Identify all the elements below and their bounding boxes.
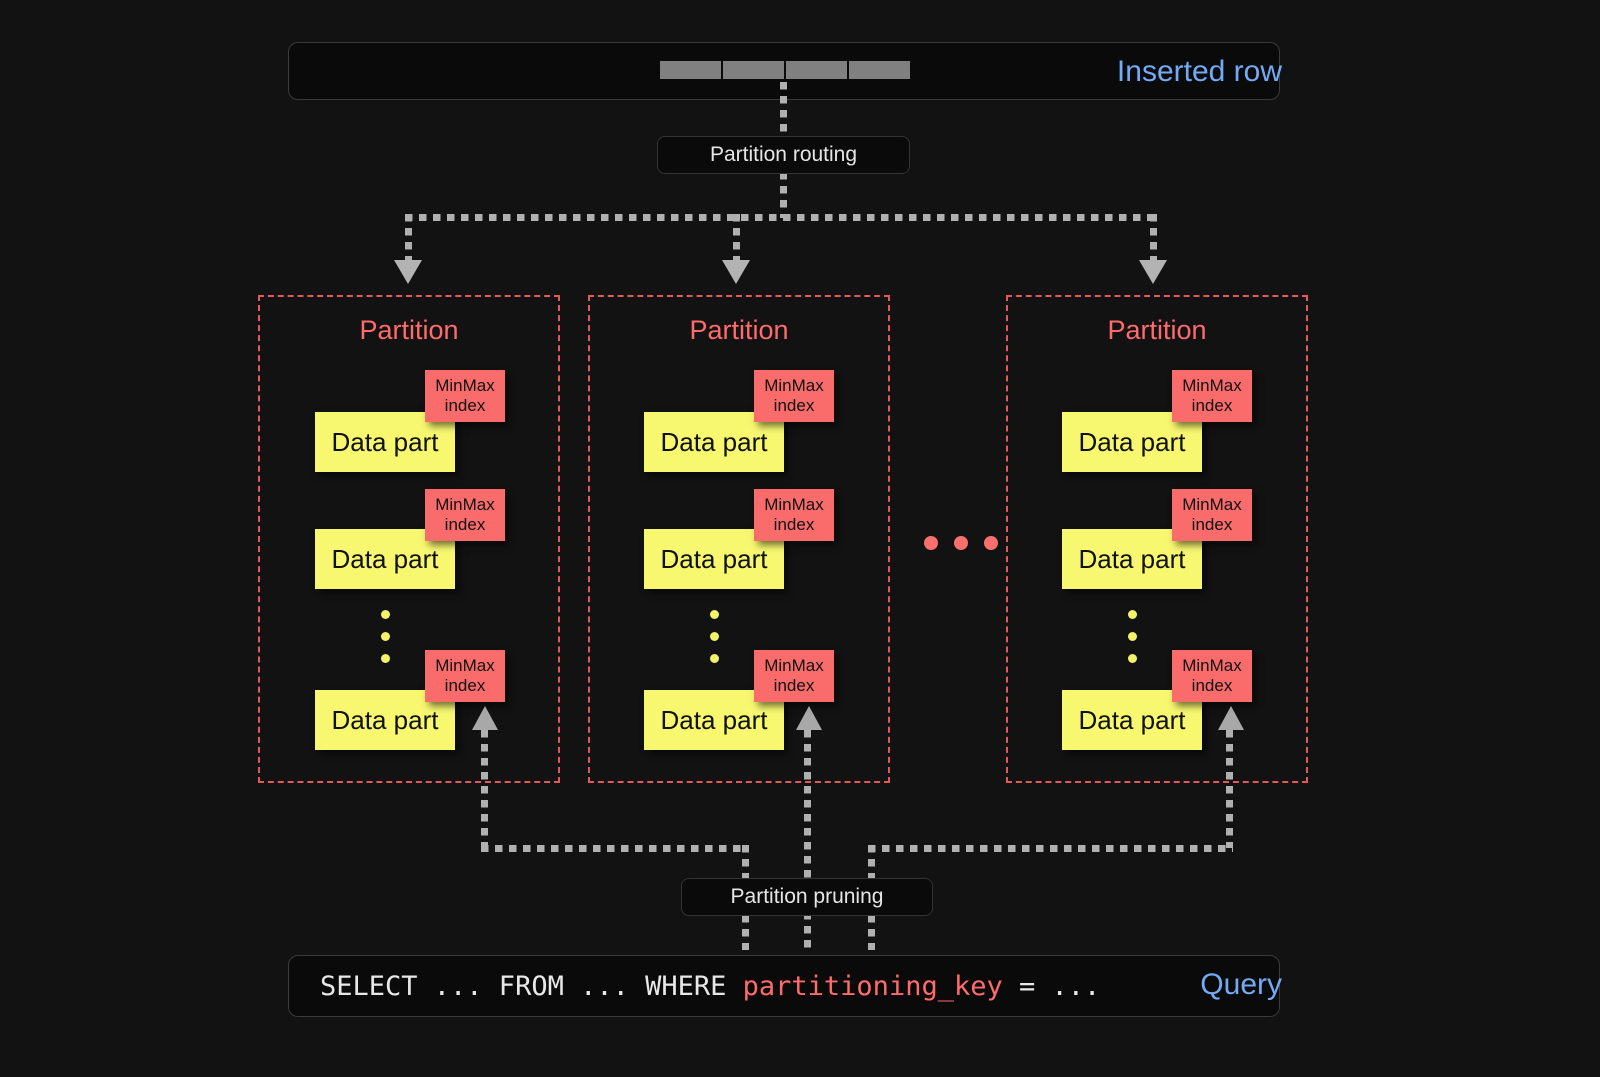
query-label: Query (1200, 968, 1282, 1001)
partition-routing-box: Partition routing (657, 136, 910, 174)
inserted-row-cells (659, 60, 911, 80)
connector-routing-to-bus (780, 172, 787, 218)
connector-prune-h-left (481, 845, 746, 852)
partition-title: Partition (1107, 315, 1207, 345)
connector-prune-up-left (481, 730, 488, 848)
data-part-2-1: Data part (644, 412, 784, 472)
inserted-row-label: Inserted row (1116, 55, 1282, 88)
query-text: SELECT ... FROM ... WHERE partitioning_k… (320, 971, 1100, 1002)
row-cell (722, 60, 785, 80)
arrow-up-right (1218, 706, 1244, 730)
partition-pruning-box: Partition pruning (681, 878, 933, 916)
arrow-down-left (394, 260, 422, 284)
arrow-up-middle (796, 706, 822, 730)
data-parts-ellipsis-2 (710, 610, 719, 663)
connector-prune-h-right (868, 845, 1233, 852)
ellipsis-dot (710, 632, 719, 641)
data-part-3-3: Data part (1062, 690, 1202, 750)
connector-fanout-middle (733, 214, 740, 264)
query-bar (288, 955, 1280, 1017)
data-part-3-1: Data part (1062, 412, 1202, 472)
data-parts-ellipsis-3 (1128, 610, 1137, 663)
arrow-up-left (472, 706, 498, 730)
ellipsis-dot (984, 536, 998, 550)
ellipsis-dot (381, 632, 390, 641)
partition-box-3: Partition (1006, 295, 1308, 783)
ellipsis-dot (1128, 610, 1137, 619)
arrow-down-middle (722, 260, 750, 284)
ellipsis-dot (954, 536, 968, 550)
partition-box-1: Partition (258, 295, 560, 783)
ellipsis-dot (924, 536, 938, 550)
partitions-ellipsis (924, 536, 998, 550)
ellipsis-dot (1128, 654, 1137, 663)
data-parts-ellipsis-1 (381, 610, 390, 663)
connector-fanout-left (405, 214, 412, 264)
connector-prune-up-right (1226, 730, 1233, 848)
data-part-1-1: Data part (315, 412, 455, 472)
ellipsis-dot (710, 610, 719, 619)
arrow-down-right (1139, 260, 1167, 284)
query-prefix: SELECT ... FROM ... WHERE (320, 971, 743, 1002)
ellipsis-dot (710, 654, 719, 663)
partition-title: Partition (359, 315, 459, 345)
connector-prune-middle (804, 730, 811, 950)
connector-fanout-bus (405, 214, 1155, 221)
connector-fanout-right (1150, 214, 1157, 264)
row-cell (659, 60, 722, 80)
query-suffix: = ... (1002, 971, 1101, 1002)
connector-row-to-routing (780, 82, 787, 138)
ellipsis-dot (381, 610, 390, 619)
query-partitioning-key: partitioning_key (742, 971, 1003, 1002)
data-part-3-2: Data part (1062, 529, 1202, 589)
partition-title: Partition (689, 315, 789, 345)
partition-box-2: Partition (588, 295, 890, 783)
row-cell (848, 60, 911, 80)
ellipsis-dot (381, 654, 390, 663)
row-cell (785, 60, 848, 80)
ellipsis-dot (1128, 632, 1137, 641)
